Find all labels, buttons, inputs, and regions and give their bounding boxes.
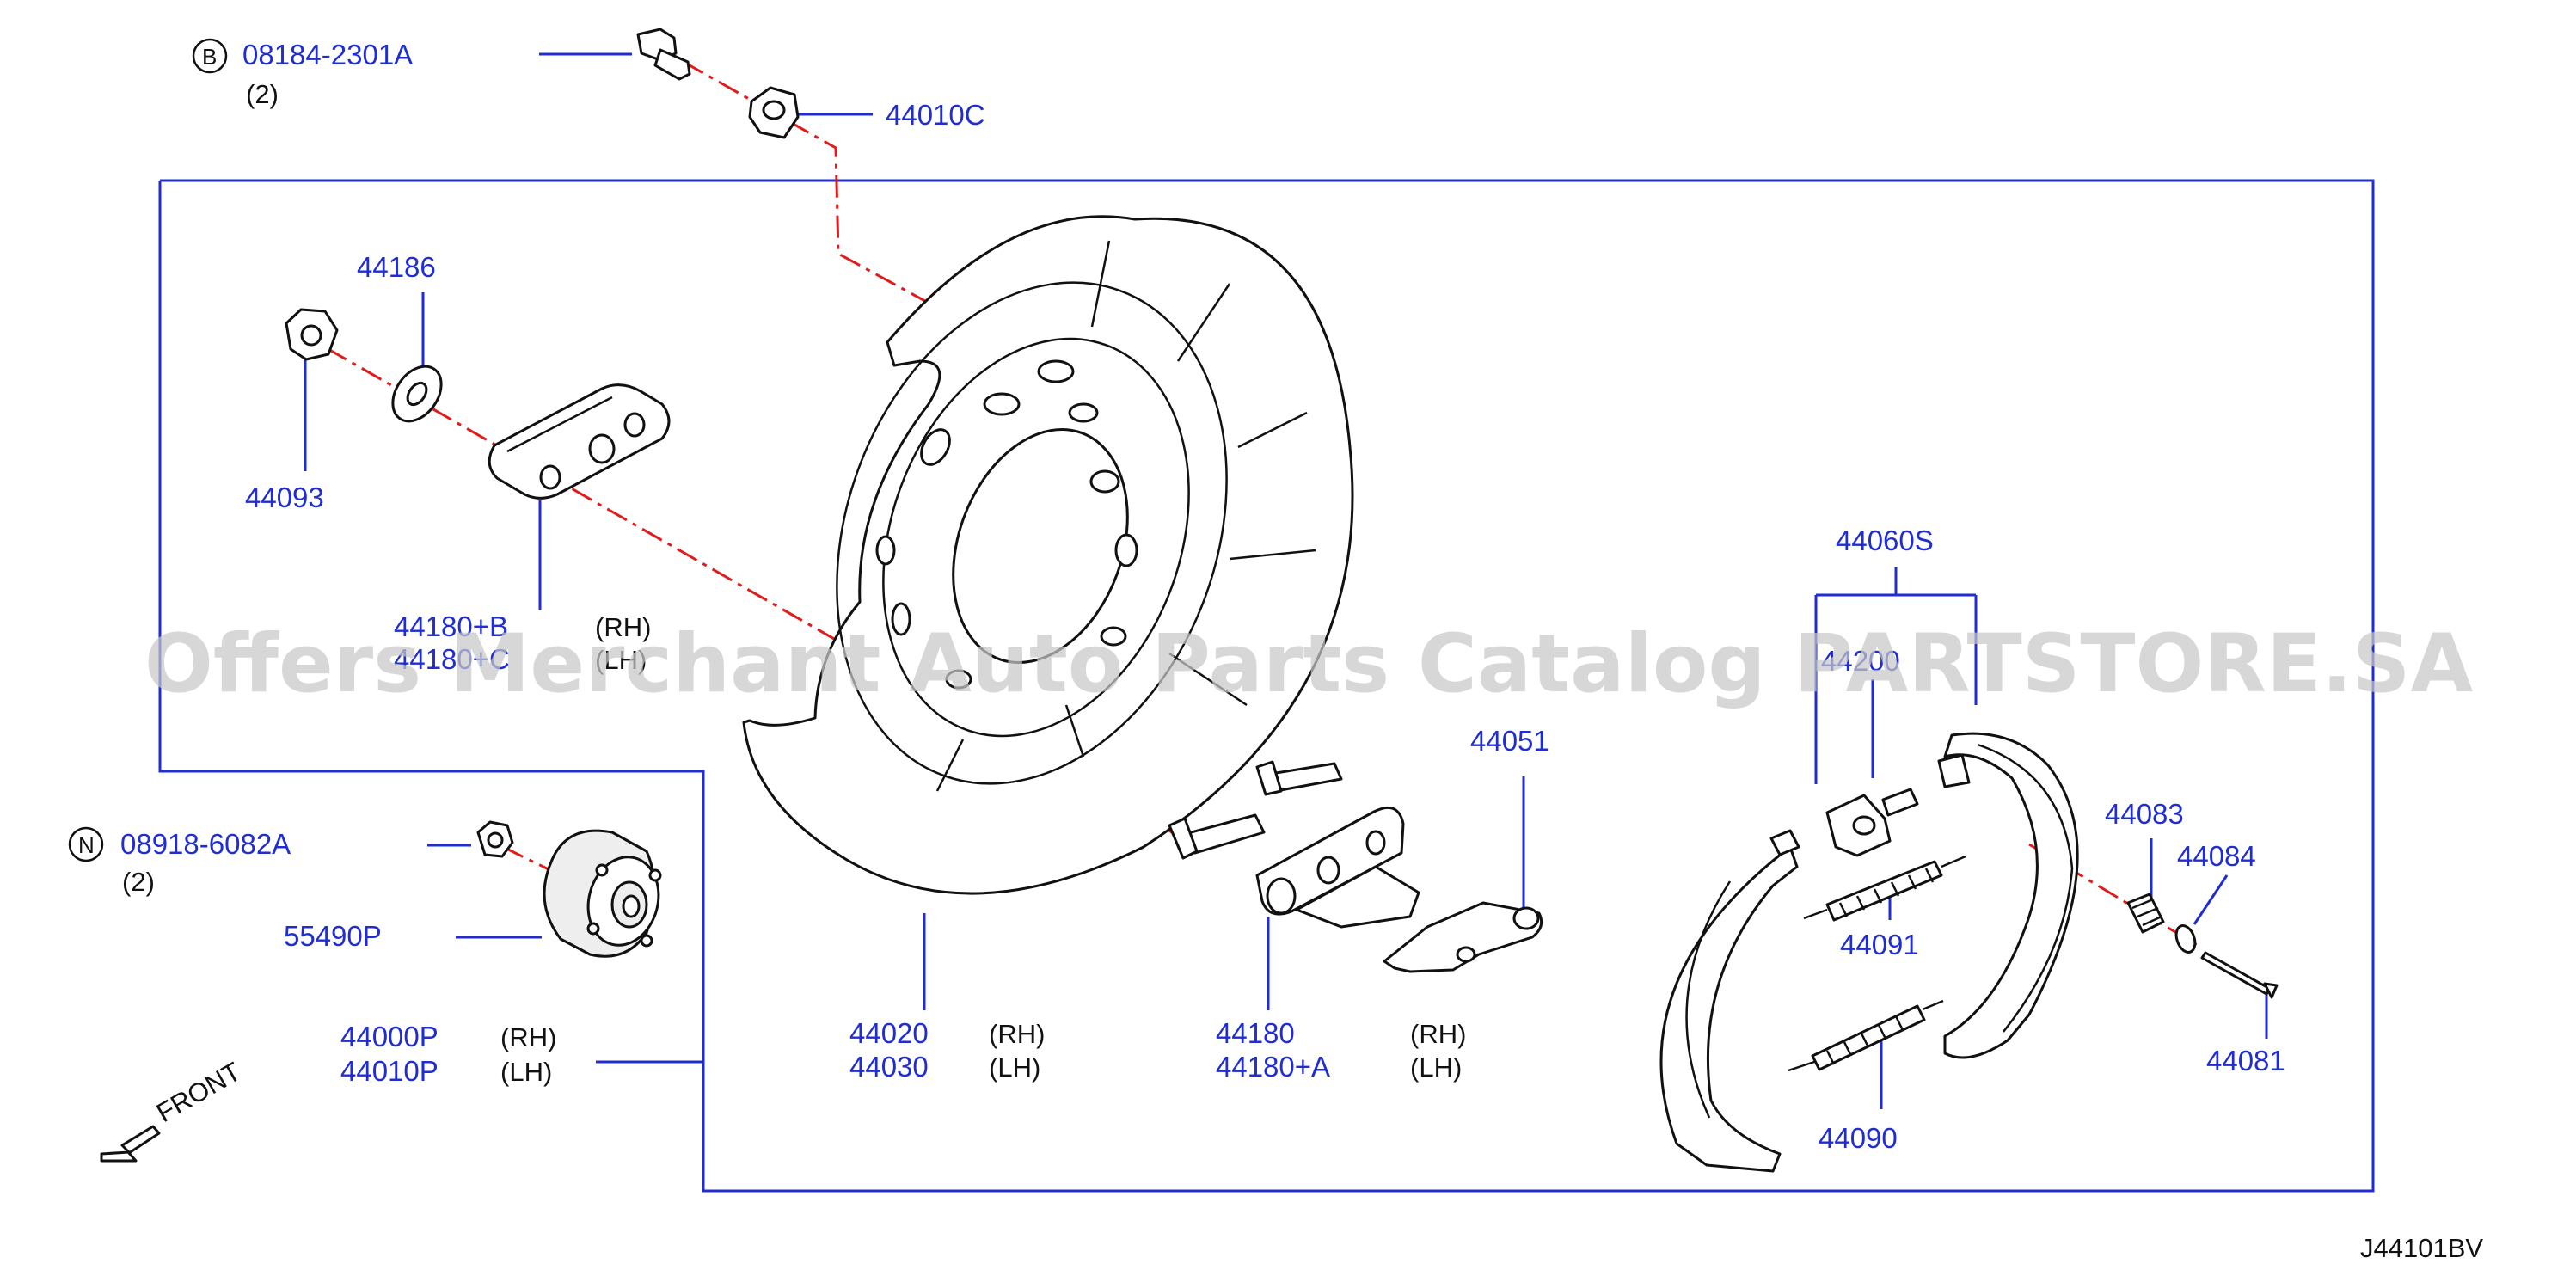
badge-n-circle [68, 826, 104, 862]
label-44186[interactable]: 44186 [357, 251, 436, 283]
washer-44093 [391, 365, 443, 423]
label-44180C-lh: (LH) [595, 645, 647, 675]
label-08184-qty: (2) [246, 79, 279, 109]
spring-44091 [1803, 855, 1966, 922]
label-44091[interactable]: 44091 [1840, 929, 1919, 960]
label-44030[interactable]: 44030 [849, 1051, 929, 1083]
label-44093[interactable]: 44093 [245, 482, 324, 513]
label-44081[interactable]: 44081 [2206, 1045, 2285, 1077]
label-44084[interactable]: 44084 [2177, 840, 2256, 872]
label-44200[interactable]: 44200 [1821, 645, 1900, 677]
brake-shoe-right [1937, 732, 2079, 1059]
label-44000P[interactable]: 44000P [340, 1021, 439, 1052]
nut-n-center-chain [502, 845, 551, 872]
label-44010P[interactable]: 44010P [340, 1055, 439, 1087]
nut-08918 [476, 820, 514, 858]
label-44180-rh: (RH) [1410, 1019, 1466, 1049]
front-label: FRONT [151, 1056, 246, 1128]
badge-b: B [202, 44, 217, 70]
label-08918-qty: (2) [122, 867, 155, 897]
spring-44083 [2126, 893, 2165, 934]
cup-44084 [2174, 924, 2197, 954]
badge-b-circle [192, 38, 228, 74]
label-44030-lh: (LH) [989, 1052, 1040, 1083]
label-44180C[interactable]: 44180+C [394, 643, 510, 675]
bracket-44180B [488, 383, 671, 500]
label-44180[interactable]: 44180 [1216, 1017, 1295, 1049]
label-08184-2301A[interactable]: 08184-2301A [242, 39, 413, 71]
label-44020-rh: (RH) [989, 1019, 1045, 1049]
label-44051[interactable]: 44051 [1470, 725, 1549, 757]
watermark-text: Offers Merchant Auto Parts Catalog PARTS… [144, 617, 2473, 711]
label-55490P[interactable]: 55490P [284, 920, 382, 952]
pin-44081 [2200, 951, 2279, 999]
backing-plate-44020 [742, 215, 1354, 895]
label-44010P-lh: (LH) [500, 1057, 552, 1087]
label-44180A[interactable]: 44180+A [1216, 1051, 1330, 1083]
diagram-code: J44101BV [2360, 1233, 2483, 1263]
front-arrow [100, 1125, 161, 1163]
label-44083[interactable]: 44083 [2105, 798, 2184, 830]
hub-55490P [543, 829, 662, 958]
label-44090[interactable]: 44090 [1819, 1122, 1898, 1154]
clip-44051 [1383, 901, 1543, 973]
spring-44090 [1788, 999, 1944, 1072]
label-44000P-rh: (RH) [500, 1022, 556, 1052]
label-44180B[interactable]: 44180+B [394, 610, 508, 642]
label-44060S[interactable]: 44060S [1836, 525, 1934, 556]
assembly-frame [158, 179, 2375, 1193]
spacer-44010C [748, 86, 800, 139]
adjuster-44200 [1825, 788, 1919, 857]
label-44010C[interactable]: 44010C [886, 99, 985, 131]
nut-44186 [285, 308, 339, 361]
label-44020[interactable]: 44020 [849, 1017, 929, 1049]
leader-lines [304, 52, 2268, 1109]
bolt-08184 [636, 28, 691, 81]
badge-n: N [78, 832, 95, 858]
label-44180B-rh: (RH) [595, 612, 651, 642]
label-44180A-lh: (LH) [1410, 1052, 1462, 1083]
label-08918-6082A[interactable]: 08918-6082A [120, 828, 291, 860]
brake-shoe-left [1659, 829, 1800, 1173]
lever-44180 [1168, 760, 1420, 929]
